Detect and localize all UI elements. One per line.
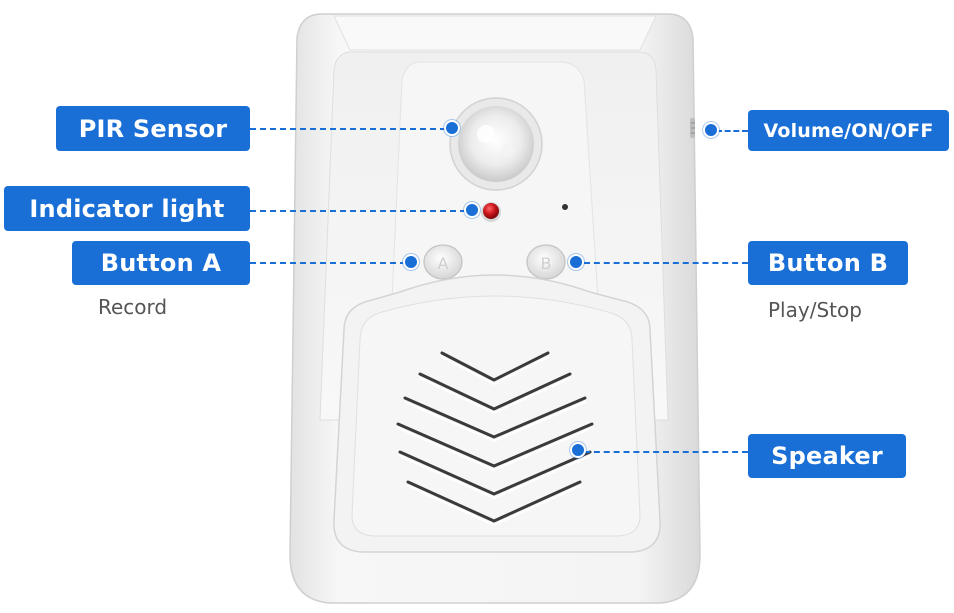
leader-indicator-light bbox=[250, 210, 466, 212]
speaker-housing bbox=[333, 274, 661, 553]
pir-sensor-marker bbox=[444, 120, 460, 136]
volume-switch-notch bbox=[690, 118, 695, 138]
leader-speaker bbox=[584, 451, 748, 453]
indicator-led bbox=[481, 202, 501, 222]
volume-marker bbox=[703, 122, 719, 138]
volume-on-off-label: Volume/ON/OFF bbox=[748, 110, 949, 151]
indicator-light-label: Indicator light bbox=[4, 186, 250, 231]
button-a-label: Button A bbox=[72, 241, 250, 285]
button-b-caption: Play/Stop bbox=[768, 298, 862, 322]
button-a-caption: Record bbox=[98, 295, 168, 319]
microphone-hole bbox=[562, 204, 568, 210]
button-a-marker bbox=[403, 254, 419, 270]
speaker-label: Speaker bbox=[748, 434, 906, 478]
button-b-label: Button B bbox=[748, 241, 908, 285]
button-a-physical[interactable]: A bbox=[423, 244, 463, 280]
leader-volume bbox=[716, 130, 748, 132]
leader-button-b bbox=[584, 262, 748, 264]
button-b-marker bbox=[568, 254, 584, 270]
svg-text:A: A bbox=[438, 254, 449, 273]
leader-button-a bbox=[250, 262, 406, 264]
indicator-light-marker bbox=[464, 202, 480, 218]
pir-sensor-label: PIR Sensor bbox=[56, 106, 250, 151]
svg-text:B: B bbox=[541, 254, 552, 273]
speaker-marker bbox=[570, 442, 586, 458]
leader-pir-sensor bbox=[250, 128, 446, 130]
speaker-grille bbox=[396, 351, 594, 526]
button-b-physical[interactable]: B bbox=[526, 244, 566, 280]
pir-sensor-dome bbox=[449, 97, 543, 191]
